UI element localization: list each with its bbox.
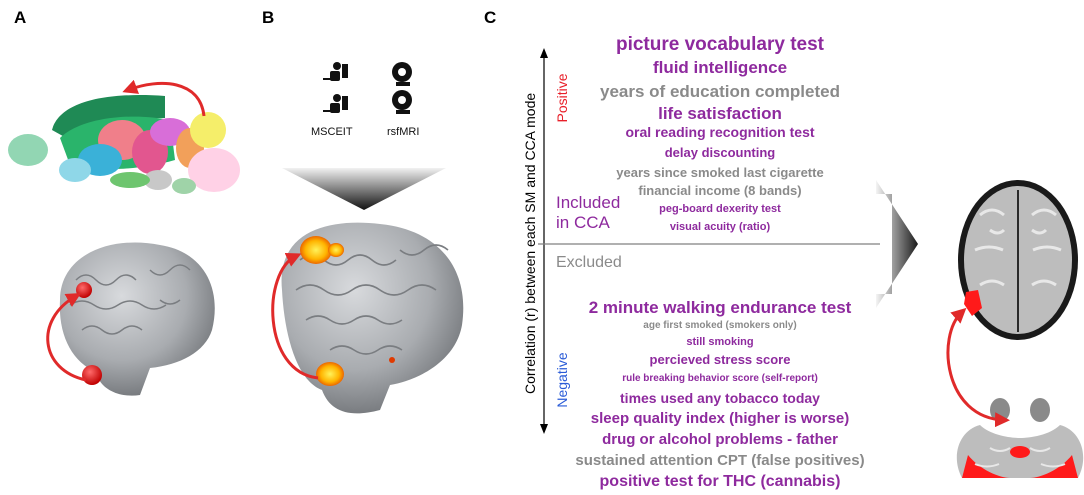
negative-sm-item: percieved stress score (649, 352, 791, 367)
panel-label-b: B (262, 8, 275, 27)
positive-sm-item: peg-board dexerity test (659, 203, 781, 215)
included-label-line1: Included (556, 193, 621, 212)
positive-sm-item: visual acuity (ratio) (669, 221, 771, 233)
y-axis-label: Correlation (r) between each SM and CCA … (522, 92, 538, 394)
negative-sm-item: 2 minute walking endurance test (588, 298, 852, 317)
negative-sm-item: sleep quality index (higher is worse) (590, 410, 850, 427)
negative-sm-item: drug or alcohol problems - father (602, 431, 838, 448)
positive-sm-item: oral reading recognition test (625, 124, 815, 140)
axial-brain-slice (958, 180, 1078, 340)
brain-b (281, 222, 464, 414)
right-arrow (876, 180, 918, 308)
positive-sm-item: life satisfaction (658, 104, 782, 123)
mouse-brain-atlas (8, 95, 240, 194)
positive-sm-item: picture vocabulary test (615, 34, 825, 55)
positive-sm-item: years of education completed (600, 82, 840, 101)
panel-a-lower-arrow (46, 293, 87, 382)
panel-c-arrow (946, 307, 1010, 428)
mri-scanner-icon (392, 62, 412, 114)
panel-label-c: C (484, 8, 497, 27)
sm-list: picture vocabulary test fluid intelligen… (540, 0, 900, 495)
positive-sm-item: financial income (8 bands) (638, 183, 802, 198)
panel-b-arrow (271, 253, 319, 380)
panel-a-upper-arrow (122, 79, 206, 117)
negative-sm-item: times used any tobacco today (620, 390, 820, 406)
panel-label-a: A (14, 8, 27, 27)
rsfmri-label: rsfMRI (387, 126, 420, 138)
person-computer-icon (323, 62, 348, 113)
msceit-label: MSCEIT (311, 126, 353, 138)
included-label-line2: in CCA (556, 213, 610, 232)
funnel-arrow (282, 168, 446, 210)
cerebellum-slice (956, 398, 1084, 478)
negative-sm-item: positive test for THC (cannabis) (599, 473, 841, 490)
positive-sm-item: delay discounting (664, 145, 776, 160)
negative-sm-item: age first smoked (smokers only) (643, 320, 797, 331)
negative-sm-item: rule breaking behavior score (self-repor… (622, 373, 818, 384)
positive-sm-item: fluid intelligence (652, 58, 788, 77)
excluded-label: Excluded (556, 254, 622, 271)
negative-sm-item: still smoking (686, 336, 754, 348)
negative-sm-item: sustained attention CPT (false positives… (575, 452, 865, 469)
positive-sm-item: years since smoked last cigarette (616, 165, 824, 180)
